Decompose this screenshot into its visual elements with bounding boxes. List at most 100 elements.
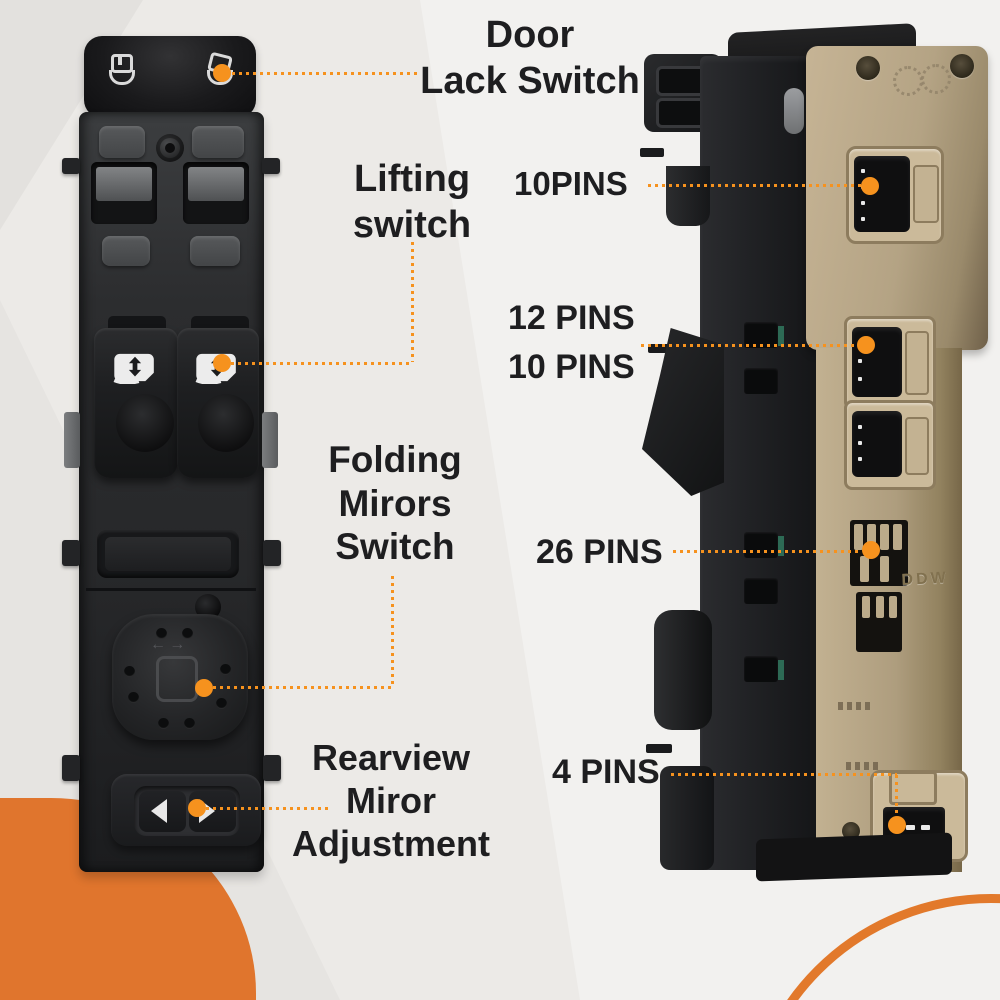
connector-tooth	[880, 524, 889, 550]
callout-dot-10pins	[861, 177, 879, 195]
leader-4pins-h	[671, 773, 897, 776]
connector-pin	[861, 217, 865, 221]
knob-dot	[128, 692, 139, 703]
mount-tab	[262, 412, 278, 468]
leader-door-lock	[232, 72, 418, 75]
mount-tab	[64, 412, 80, 468]
label-line: Adjustment	[292, 823, 490, 865]
lock-box-glyph	[111, 54, 133, 73]
label-line: switch	[352, 204, 472, 247]
pcb-edge-glimpse	[778, 660, 784, 680]
mount-tab	[262, 158, 280, 174]
label-lifting-switch: Lifting switch	[322, 156, 502, 249]
leader-26pins	[673, 550, 862, 553]
label-line: Lack Switch	[420, 60, 640, 103]
switch-opening	[183, 162, 249, 224]
label-folding-mirrors-switch: Folding Mirors Switch	[302, 438, 488, 569]
connector-pin	[906, 825, 915, 830]
molded-mark-row	[838, 702, 872, 710]
connector-26pins-lower	[856, 592, 902, 652]
callout-dot-lifting	[213, 354, 231, 372]
mount-tab	[263, 540, 281, 566]
slot-insert	[105, 537, 231, 571]
connector-pin	[858, 441, 862, 445]
connector-latch	[905, 417, 929, 475]
plate-hole	[744, 578, 778, 604]
connector-latch	[913, 165, 939, 223]
callout-dot-rearview	[188, 799, 206, 817]
connector-pin	[858, 359, 862, 363]
connector-pin	[861, 201, 865, 205]
switch-opening	[91, 162, 157, 224]
plate-hole	[744, 322, 778, 348]
mirror-glyph-icon	[156, 656, 198, 702]
leader-10pins	[648, 184, 861, 187]
window-lift-up-down-icon	[113, 353, 154, 384]
screw-hole-icon	[950, 54, 974, 78]
connector-tooth	[867, 524, 876, 550]
screw-core	[165, 143, 175, 153]
mount-tab	[62, 755, 80, 781]
plate-hole	[744, 532, 778, 558]
connector-pin	[921, 825, 930, 830]
connector-tooth	[860, 556, 869, 582]
connector-10pins	[846, 146, 944, 244]
leader-lifting-h	[231, 362, 413, 365]
callout-dot-26pins	[862, 541, 880, 559]
mount-tab	[62, 158, 80, 174]
plate-hole	[744, 656, 778, 682]
molded-text-label: DDW	[901, 569, 950, 589]
blank-button	[190, 236, 240, 266]
label-line: Rearview	[311, 737, 471, 778]
label-10pins: 10PINS	[514, 165, 628, 202]
label-line: Door	[485, 14, 575, 56]
plate-hole	[744, 368, 778, 394]
leader-lifting-v	[411, 242, 414, 362]
leader-4pins-v	[895, 775, 898, 819]
callout-dot-4pins	[888, 816, 906, 834]
screw-hole-icon	[856, 56, 880, 80]
label-rearview-mirror-adjustment: Rearview Miror Adjustment	[272, 736, 510, 866]
label-line: Switch	[335, 526, 455, 568]
connector-tooth	[880, 556, 889, 582]
bracket-bumper	[654, 610, 712, 730]
master-switch-body-photo	[79, 112, 264, 872]
rocker-thumb-recess	[116, 394, 174, 452]
leader-folding-v	[391, 576, 394, 687]
callout-dot-folding	[195, 679, 213, 697]
plate-pill-slot	[784, 88, 804, 134]
side-pin	[640, 148, 664, 157]
connector-tooth	[889, 596, 897, 618]
screw-hole-icon	[156, 134, 184, 162]
connector-tooth	[854, 524, 863, 550]
leader-rearview	[206, 807, 330, 810]
connector-12pins	[844, 316, 936, 410]
label-line: Miror	[346, 780, 436, 822]
lock-arc-glyph	[109, 70, 135, 85]
pcb-edge-glimpse	[778, 326, 784, 346]
bracket-foot	[666, 166, 710, 226]
side-pin	[646, 744, 672, 753]
label-26pins: 26 PINS	[536, 533, 663, 571]
switch-insert	[96, 167, 152, 201]
lock-pin-glyph	[118, 57, 122, 65]
label-line: Lifting	[353, 158, 471, 200]
callout-dot-12pins	[857, 336, 875, 354]
mount-tab	[263, 755, 281, 781]
callout-dot-door-lock	[213, 64, 231, 82]
label-line: Folding	[328, 439, 462, 480]
knob-dot	[182, 628, 193, 639]
leader-folding-h	[213, 686, 392, 689]
rocker-thumb-recess	[198, 394, 254, 452]
mount-tab	[62, 540, 80, 566]
connector-pin	[861, 169, 865, 173]
knob-dot	[220, 664, 231, 675]
blank-button	[102, 236, 150, 266]
molded-mark-row	[846, 762, 880, 770]
panel-divider	[86, 588, 256, 591]
label-line: Mirors	[338, 482, 452, 524]
connector-pin	[858, 377, 862, 381]
mirror-fold-arrows-icon: ← →	[150, 636, 186, 653]
molded-circle-mark	[921, 64, 951, 94]
